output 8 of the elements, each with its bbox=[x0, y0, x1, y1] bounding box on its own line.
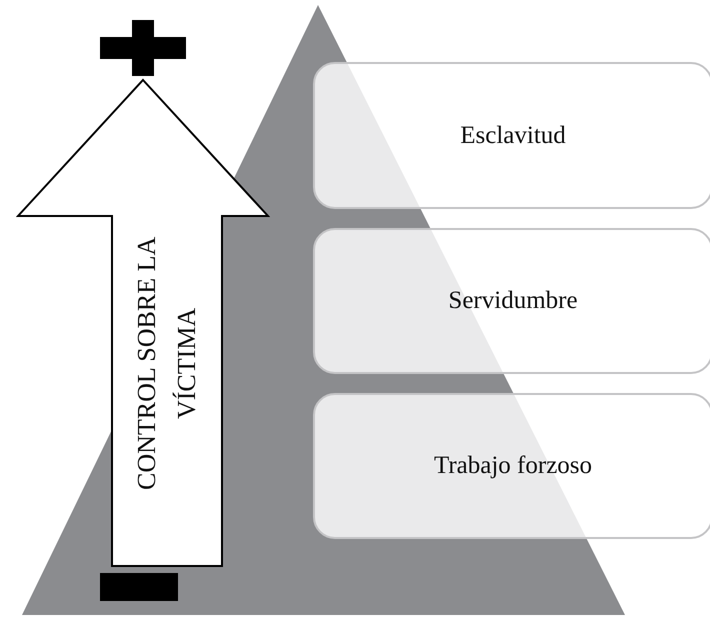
level-box bbox=[313, 393, 710, 539]
level-label: Servidumbre bbox=[448, 287, 578, 315]
level-label: Trabajo forzoso bbox=[434, 452, 592, 480]
level-box bbox=[313, 228, 710, 374]
up-arrow bbox=[16, 78, 270, 568]
level-label: Esclavitud bbox=[460, 122, 566, 150]
arrow-label: CONTROL SOBRE LA VÍCTIMA bbox=[131, 235, 202, 492]
level-box bbox=[313, 62, 710, 209]
